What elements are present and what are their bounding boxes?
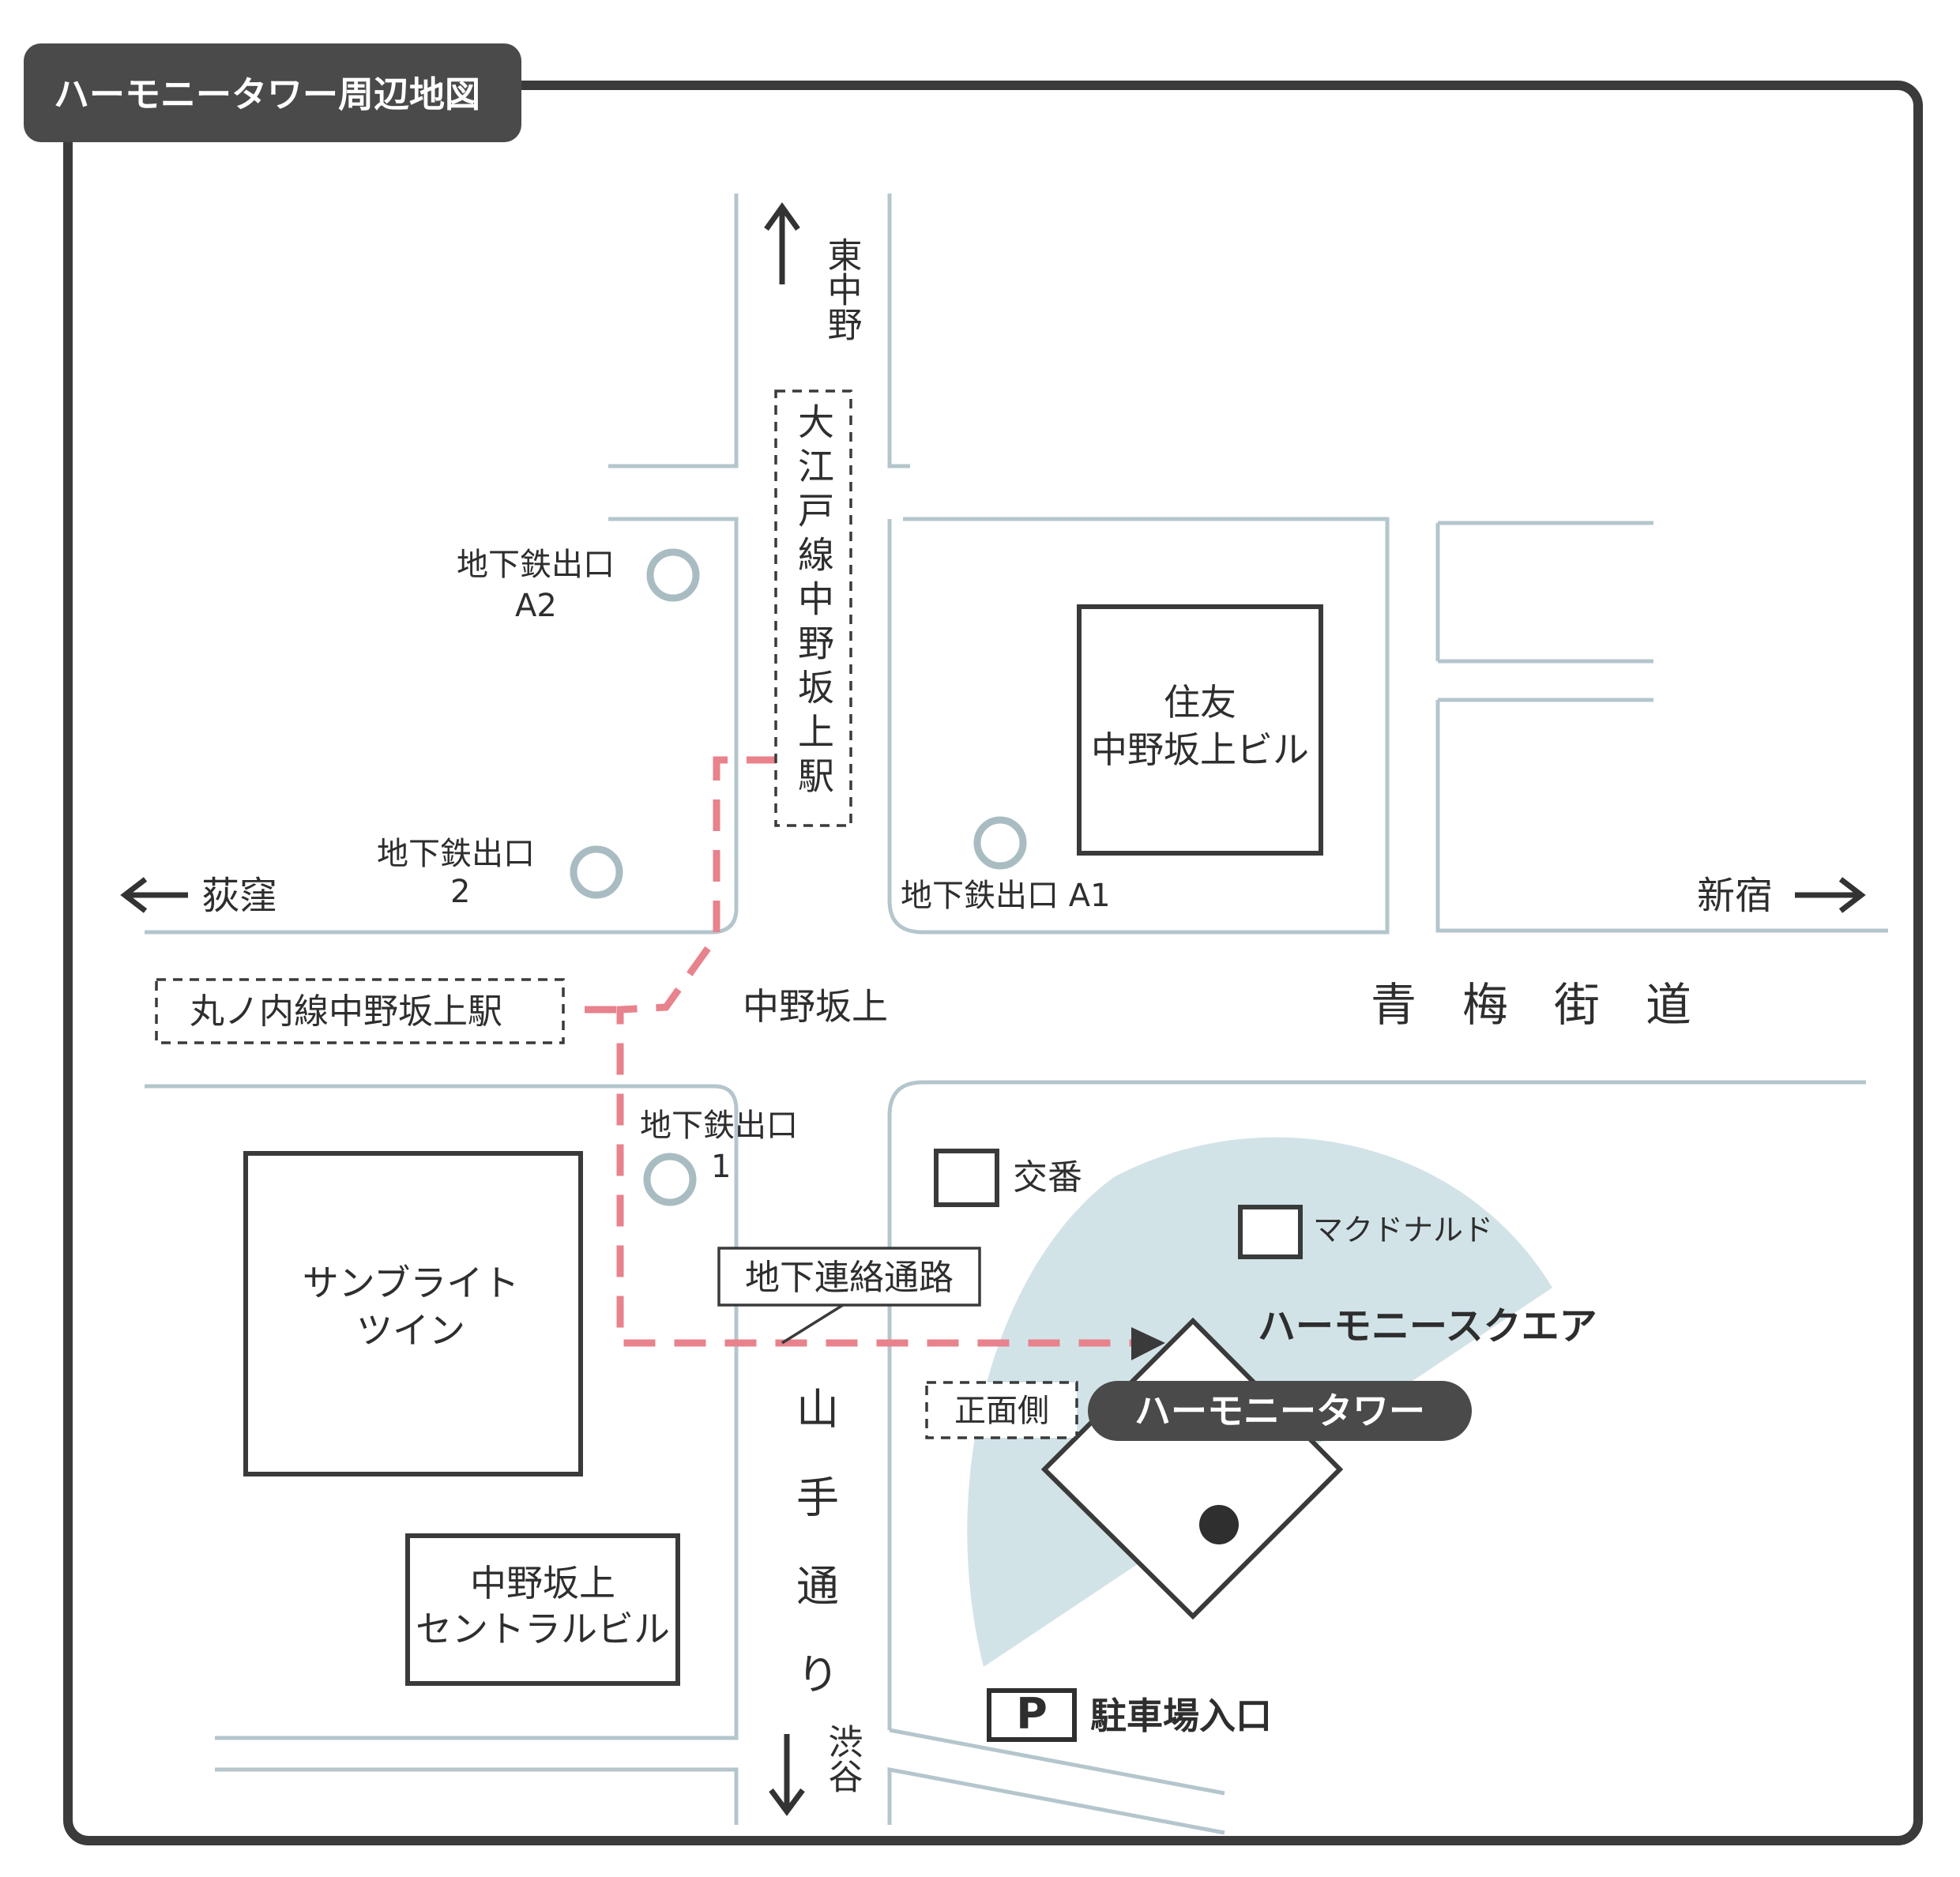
yamate-dori-label: 山手通り	[789, 1386, 839, 1740]
underground-passage-box	[717, 1247, 981, 1307]
oedo-station-box	[774, 389, 852, 827]
mcdonalds-icon	[1238, 1205, 1303, 1259]
exit-a2-code: A2	[515, 588, 557, 624]
route-arrow-icon	[1131, 1327, 1165, 1360]
marunouchi-station-box	[155, 978, 565, 1044]
direction-south-label: 渋谷	[822, 1724, 863, 1793]
exit-a1-label: 地下鉄出口 A1	[901, 878, 1111, 914]
marunouchi-station-label: 丸ノ内線中野坂上駅	[190, 991, 502, 1032]
road-lines	[145, 194, 1888, 1835]
oedo-station-label: 大江戸線中野坂上駅	[792, 403, 835, 801]
sunbright-twin-building	[243, 1151, 583, 1476]
ome-kaido-label: 青梅街道	[1371, 978, 1737, 1032]
front-side-label: 正面側	[954, 1393, 1049, 1429]
east-arrow-icon	[1795, 877, 1866, 913]
central-label-2: セントラルビル	[416, 1608, 670, 1650]
harmony-square-label: ハーモニースクエア	[1258, 1304, 1597, 1349]
walking-route	[616, 756, 1131, 1347]
underground-passage-pointer	[781, 1303, 844, 1345]
south-arrow-icon	[769, 1734, 805, 1816]
harmony-tower-entrance-icon	[1199, 1505, 1239, 1544]
front-side-box	[925, 1381, 1078, 1439]
sumitomo-label-1: 住友	[1164, 681, 1236, 724]
parking-entrance-label: 駐車場入口	[1090, 1695, 1272, 1737]
map-title: ハーモニータワー周辺地図	[54, 73, 480, 115]
exit-a2-icon	[646, 548, 700, 602]
exit-2-label: 地下鉄出口	[377, 836, 535, 872]
exit-2-icon	[570, 845, 623, 899]
central-label-1: 中野坂上	[470, 1562, 615, 1604]
koban-label: 交番	[1013, 1157, 1082, 1198]
sunbright-label-1: サンブライト	[303, 1262, 520, 1304]
parking-symbol: P	[1016, 1689, 1048, 1739]
exit-1-code: 1	[711, 1149, 731, 1185]
parking-icon	[987, 1688, 1077, 1742]
harmony-tower-label: ハーモニータワー	[1134, 1390, 1425, 1432]
koban-icon	[934, 1149, 999, 1207]
direction-west-label: 荻窪	[201, 874, 277, 918]
exit-2-code: 2	[450, 874, 470, 910]
exit-a1-icon	[973, 816, 1027, 870]
intersection-label: 中野坂上	[743, 985, 888, 1028]
exit-1-label: 地下鉄出口	[640, 1108, 798, 1144]
sunbright-label-2: ツイン	[356, 1309, 465, 1352]
underground-passage-label: 地下連絡通路	[745, 1258, 954, 1298]
exit-a2-label: 地下鉄出口	[457, 547, 615, 583]
north-arrow-icon	[764, 201, 800, 284]
direction-north-label: 東中野	[822, 237, 862, 341]
mcdonalds-label: マクドナルド	[1313, 1213, 1493, 1247]
direction-east-label: 新宿	[1697, 874, 1773, 918]
west-arrow-icon	[120, 877, 188, 913]
sumitomo-label-2: 中野坂上ビル	[1091, 728, 1309, 771]
title-tab	[24, 43, 521, 142]
sumitomo-building	[1077, 604, 1323, 856]
harmony-tower-label-pill	[1088, 1381, 1472, 1441]
central-building	[405, 1533, 680, 1686]
exit-1-icon	[643, 1153, 697, 1206]
